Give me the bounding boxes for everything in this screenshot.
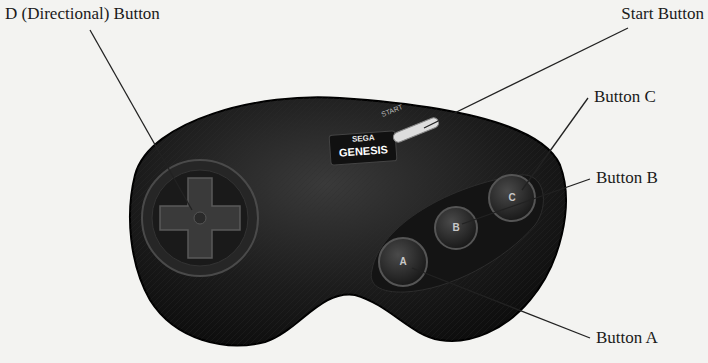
callout-label: Button A [596, 328, 658, 348]
button-marking: C [508, 192, 515, 204]
leader-line [462, 179, 590, 224]
callout-label: D (Directional) Button [5, 4, 160, 24]
d-pad [142, 160, 258, 276]
button-marking: B [452, 222, 459, 234]
leader-line [412, 268, 590, 338]
button-well [371, 175, 543, 292]
button-marking: START [380, 103, 404, 119]
leader-line [522, 98, 588, 190]
controller-texture [130, 97, 566, 345]
leader-line [90, 30, 192, 210]
controller-body [130, 97, 566, 345]
callout-label: Start Button [621, 4, 704, 24]
callout-label: Button C [594, 87, 656, 107]
start-button [392, 116, 440, 143]
callout-label: Button B [596, 168, 658, 188]
button-a [379, 238, 427, 286]
brand-logo: SEGA [351, 133, 374, 144]
leader-line [424, 28, 628, 128]
button-b [435, 207, 477, 249]
brand-logo: GENESIS [338, 143, 388, 159]
logo-plate [329, 131, 397, 166]
button-marking: A [399, 256, 406, 268]
